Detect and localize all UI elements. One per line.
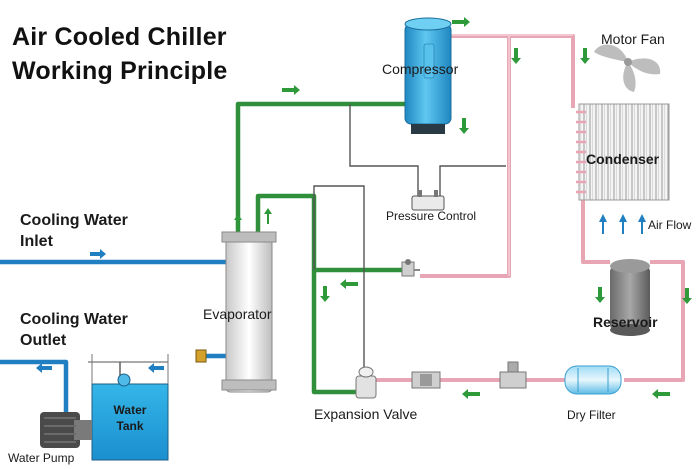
cooling-water-outlet-label-line-2: Outlet [20, 332, 67, 349]
control-lines [313, 104, 506, 372]
evaporator-label: Evaporator [203, 306, 272, 322]
expansion-valve [355, 366, 377, 399]
title-line-1: Air Cooled Chiller [12, 23, 227, 51]
motor-fan-icon [594, 44, 661, 92]
title-line-2: Working Principle [12, 57, 228, 85]
pressure-control-switch [411, 190, 445, 211]
reservoir-label: Reservoir [593, 314, 658, 330]
air-flow-label: Air Flow [648, 218, 692, 232]
water-tank-label-line-1: Water [113, 403, 147, 417]
service-valve [401, 259, 415, 277]
cooling-water-inlet-label-line-1: Cooling Water [20, 212, 128, 229]
water-tank-label-line-2: Tank [116, 419, 144, 433]
reservoir [610, 259, 650, 336]
tank-inlet-valve [195, 349, 207, 363]
water-tank [88, 354, 169, 461]
dry-filter [564, 365, 622, 395]
evaporator [221, 231, 277, 393]
expansion-valve-label: Expansion Valve [314, 406, 418, 422]
compressor [404, 17, 452, 134]
pressure-control-label: Pressure Control [386, 209, 477, 223]
water-pump-icon [40, 412, 92, 448]
flow-arrows [36, 17, 692, 399]
dry-filter-label: Dry Filter [567, 408, 616, 422]
cooling-water-outlet-label-line-1: Cooling Water [20, 311, 128, 328]
condenser-label: Condenser [586, 151, 660, 167]
cooling-water-inlet-label-line-2: Inlet [20, 233, 53, 250]
sight-glass [411, 371, 441, 389]
compressor-label: Compressor [382, 61, 459, 77]
water-pump-label: Water Pump [8, 451, 75, 465]
motor-fan-label: Motor Fan [601, 31, 665, 47]
solenoid-valve [499, 361, 527, 389]
condenser [576, 103, 670, 201]
